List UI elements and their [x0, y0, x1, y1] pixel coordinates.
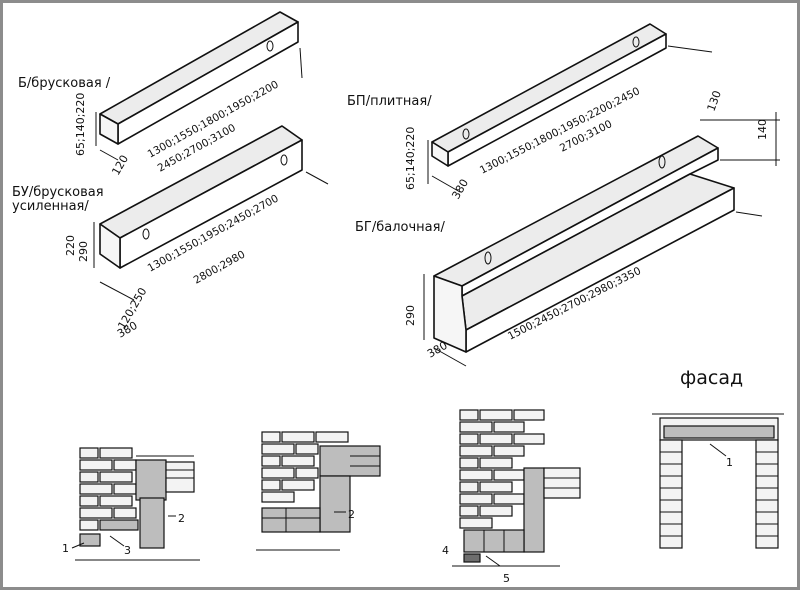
label-bu-1: БУ/брусковая [12, 185, 104, 200]
dim-bg-height: 290 [404, 305, 417, 326]
marker-s2-2: 2 [348, 508, 355, 521]
lintel-bg [423, 135, 763, 367]
marker-s1-1: 1 [62, 542, 69, 555]
facade-title: фасад [680, 367, 743, 389]
label-bu-2: усиленная/ [12, 199, 89, 214]
marker-s1-2: 2 [178, 512, 185, 525]
dim-bu-lengths-2: 2800;2980 [192, 249, 248, 287]
lintel-bp [427, 23, 713, 193]
label-bp: БП/плитная/ [347, 94, 432, 109]
dim-bp-height: 65;140;220 [404, 127, 417, 190]
dim-bu-height-1: 220 [64, 235, 77, 256]
section-1 [71, 447, 200, 561]
lintel-b [95, 11, 303, 161]
facade-elevation [652, 413, 784, 549]
label-bg: БГ/балочная/ [355, 220, 445, 235]
dim-bp-140: 140 [756, 119, 769, 140]
dim-bu-height-2: 290 [77, 241, 90, 262]
label-b: Б/брусковая / [18, 76, 111, 91]
marker-s3-4: 4 [442, 544, 449, 557]
lintel-bu [93, 125, 329, 301]
section-2 [256, 431, 381, 551]
marker-s3-5: 5 [503, 572, 510, 585]
marker-s1-3: 3 [124, 544, 131, 557]
lintel-drawing: Б/брусковая / 1300;1550;1800;1950;2200 2… [12, 11, 784, 585]
marker-facade-1: 1 [726, 456, 733, 469]
dim-b-height: 65;140;220 [74, 93, 87, 156]
section-3 [452, 409, 581, 567]
dim-bp-130: 130 [705, 89, 724, 113]
dim-bp-width: 380 [449, 177, 471, 202]
